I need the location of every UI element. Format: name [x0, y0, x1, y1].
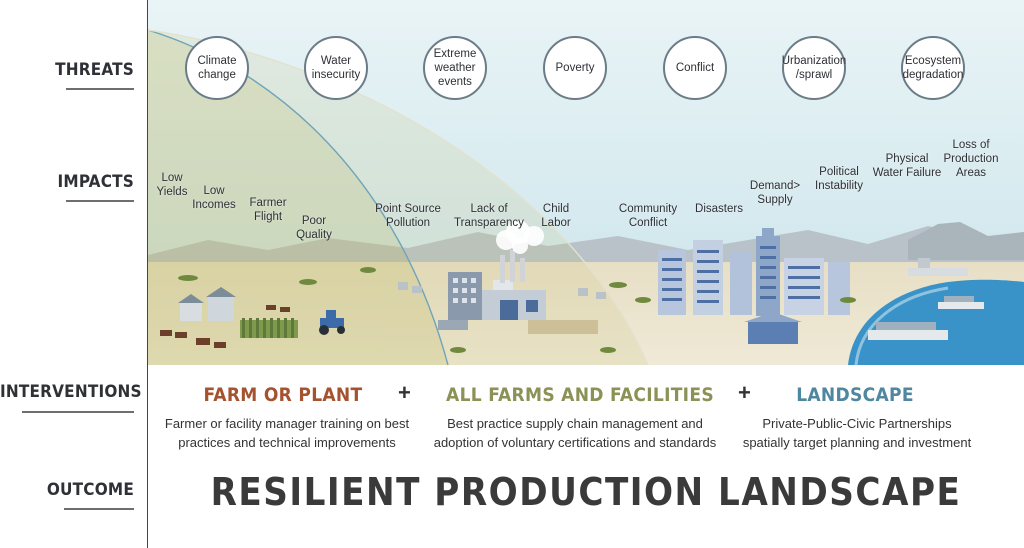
- impact-farmer-flight: Farmer Flight: [249, 197, 287, 223]
- impact-physical-water-failure: Physical Water Failure: [872, 153, 942, 179]
- interventions-label: INTERVENTIONS: [0, 382, 142, 402]
- acacia-trees: [178, 267, 856, 353]
- cargo-ships: [868, 296, 984, 340]
- impact-lack-of-transparency: Lack of Transparency: [454, 203, 524, 229]
- farm-zone: [148, 30, 448, 365]
- cattle: [160, 305, 290, 348]
- intervention-farm-line1: Farmer or facility manager training on b…: [164, 416, 410, 431]
- outcome-label: OUTCOME: [46, 480, 134, 500]
- impacts-label: IMPACTS: [57, 172, 134, 192]
- impact-low-incomes: Low Incomes: [192, 185, 236, 211]
- threat-water-insecurity: Water insecurity: [304, 36, 368, 100]
- outcome-rule: [64, 508, 134, 510]
- impact-community-conflict: Community Conflict: [618, 203, 678, 229]
- interventions-rule: [22, 411, 134, 413]
- intervention-landscape-title: LANDSCAPE: [796, 384, 914, 406]
- landscape-scene: Climate change Water insecurity Extreme …: [148, 0, 1024, 365]
- impact-loss-of-production-areas: Loss of Production Areas: [943, 139, 999, 179]
- threat-climate-change: Climate change: [185, 36, 249, 100]
- shoreline: [854, 286, 949, 365]
- threats-label: THREATS: [55, 60, 134, 80]
- dam: [908, 258, 968, 276]
- impact-demand-supply: Demand> Supply: [749, 180, 801, 206]
- city-skyline: [658, 228, 850, 344]
- factory-smoke: [496, 220, 544, 254]
- intervention-landscape-line2: spatially target planning and investment: [742, 435, 972, 450]
- impact-poor-quality: Poor Quality: [296, 215, 332, 241]
- threats-rule: [66, 88, 134, 90]
- tractor: [319, 310, 345, 335]
- threat-extreme-weather: Extreme weather events: [423, 36, 487, 100]
- intervention-facilities-line1: Best practice supply chain management an…: [447, 416, 703, 431]
- impact-point-source-pollution: Point Source Pollution: [375, 203, 441, 229]
- plus-sign-1: +: [398, 380, 411, 405]
- mountain-peak: [908, 222, 1024, 260]
- farm-barns: [178, 287, 236, 321]
- intervention-facilities-line2: adoption of voluntary certifications and…: [433, 435, 717, 450]
- threat-poverty: Poverty: [543, 36, 607, 100]
- scene-illustration: [148, 0, 1024, 365]
- threat-urbanization: Urbanization /sprawl: [782, 36, 846, 100]
- intervention-facilities-title: ALL FARMS AND FACILITIES: [446, 384, 714, 406]
- impact-low-yields: Low Yields: [156, 172, 188, 198]
- intervention-farm-line2: practices and technical improvements: [178, 435, 396, 450]
- intervention-landscape-line1: Private-Public-Civic Partnerships: [762, 416, 952, 431]
- intervention-farm-title: FARM OR PLANT: [203, 384, 363, 406]
- impacts-rule: [66, 200, 134, 202]
- threat-conflict: Conflict: [663, 36, 727, 100]
- impact-political-instability: Political Instability: [815, 166, 863, 192]
- plus-sign-2: +: [738, 380, 751, 405]
- crop-rows: [240, 318, 298, 338]
- divider-line: [147, 0, 148, 548]
- outcome-title: RESILIENT PRODUCTION LANDSCAPE: [210, 470, 962, 514]
- impact-disasters: Disasters: [695, 203, 743, 215]
- impact-child-labor: Child Labor: [541, 203, 571, 229]
- village: [398, 282, 606, 299]
- plowed-field: [528, 320, 598, 334]
- threat-ecosystem-degradation: Ecosystem degradation: [901, 36, 965, 100]
- factory: [438, 250, 546, 330]
